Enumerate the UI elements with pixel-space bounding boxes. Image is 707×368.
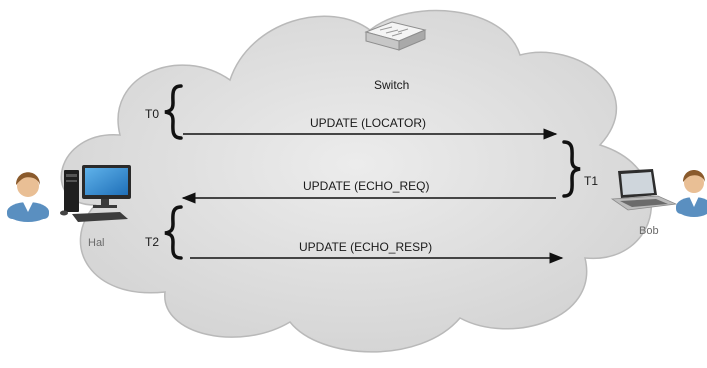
brace-t1 xyxy=(562,140,581,198)
network-switch-icon xyxy=(364,21,427,51)
message-label-echo-resp: UPDATE (ECHO_RESP) xyxy=(299,240,433,254)
bob-label: Bob xyxy=(639,225,659,237)
hal-person-icon xyxy=(7,172,49,222)
time-label-t1: T1 xyxy=(584,174,599,188)
message-label-echo-req: UPDATE (ECHO_REQ) xyxy=(303,179,430,193)
desktop-computer-icon xyxy=(60,165,131,222)
bob-person-icon xyxy=(676,170,707,217)
time-label-t0: T0 xyxy=(145,107,160,121)
switch-label: Switch xyxy=(374,78,410,92)
message-label-locator: UPDATE (LOCATOR) xyxy=(310,116,427,130)
hal-label: Hal xyxy=(88,237,105,249)
brace-t0 xyxy=(164,84,183,140)
laptop-icon xyxy=(610,169,678,211)
network-cloud xyxy=(60,9,652,353)
brace-t2 xyxy=(164,205,183,260)
time-label-t2: T2 xyxy=(145,235,160,249)
